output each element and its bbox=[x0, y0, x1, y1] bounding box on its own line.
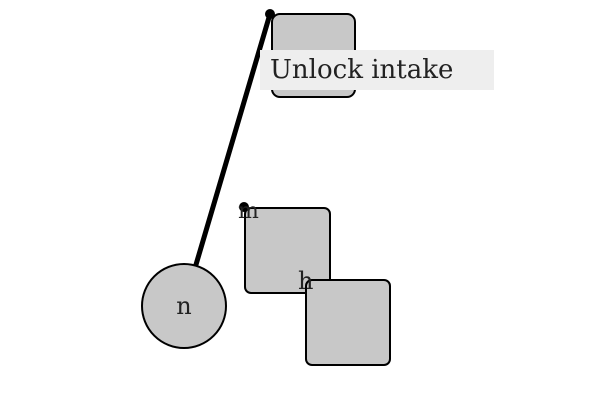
node-n-label: n bbox=[176, 292, 191, 320]
node-h-label: h bbox=[298, 267, 313, 295]
node-m[interactable] bbox=[244, 207, 331, 294]
tooltip-text: Unlock intake bbox=[270, 55, 453, 85]
edge-endpoint-dot bbox=[265, 9, 275, 19]
node-h[interactable] bbox=[305, 279, 391, 366]
edge-n-to-top bbox=[192, 11, 273, 271]
node-m-label: m bbox=[238, 199, 259, 224]
node-m-anchor-dot bbox=[239, 202, 249, 212]
tooltip-background bbox=[260, 50, 494, 90]
node-n[interactable] bbox=[141, 263, 227, 349]
